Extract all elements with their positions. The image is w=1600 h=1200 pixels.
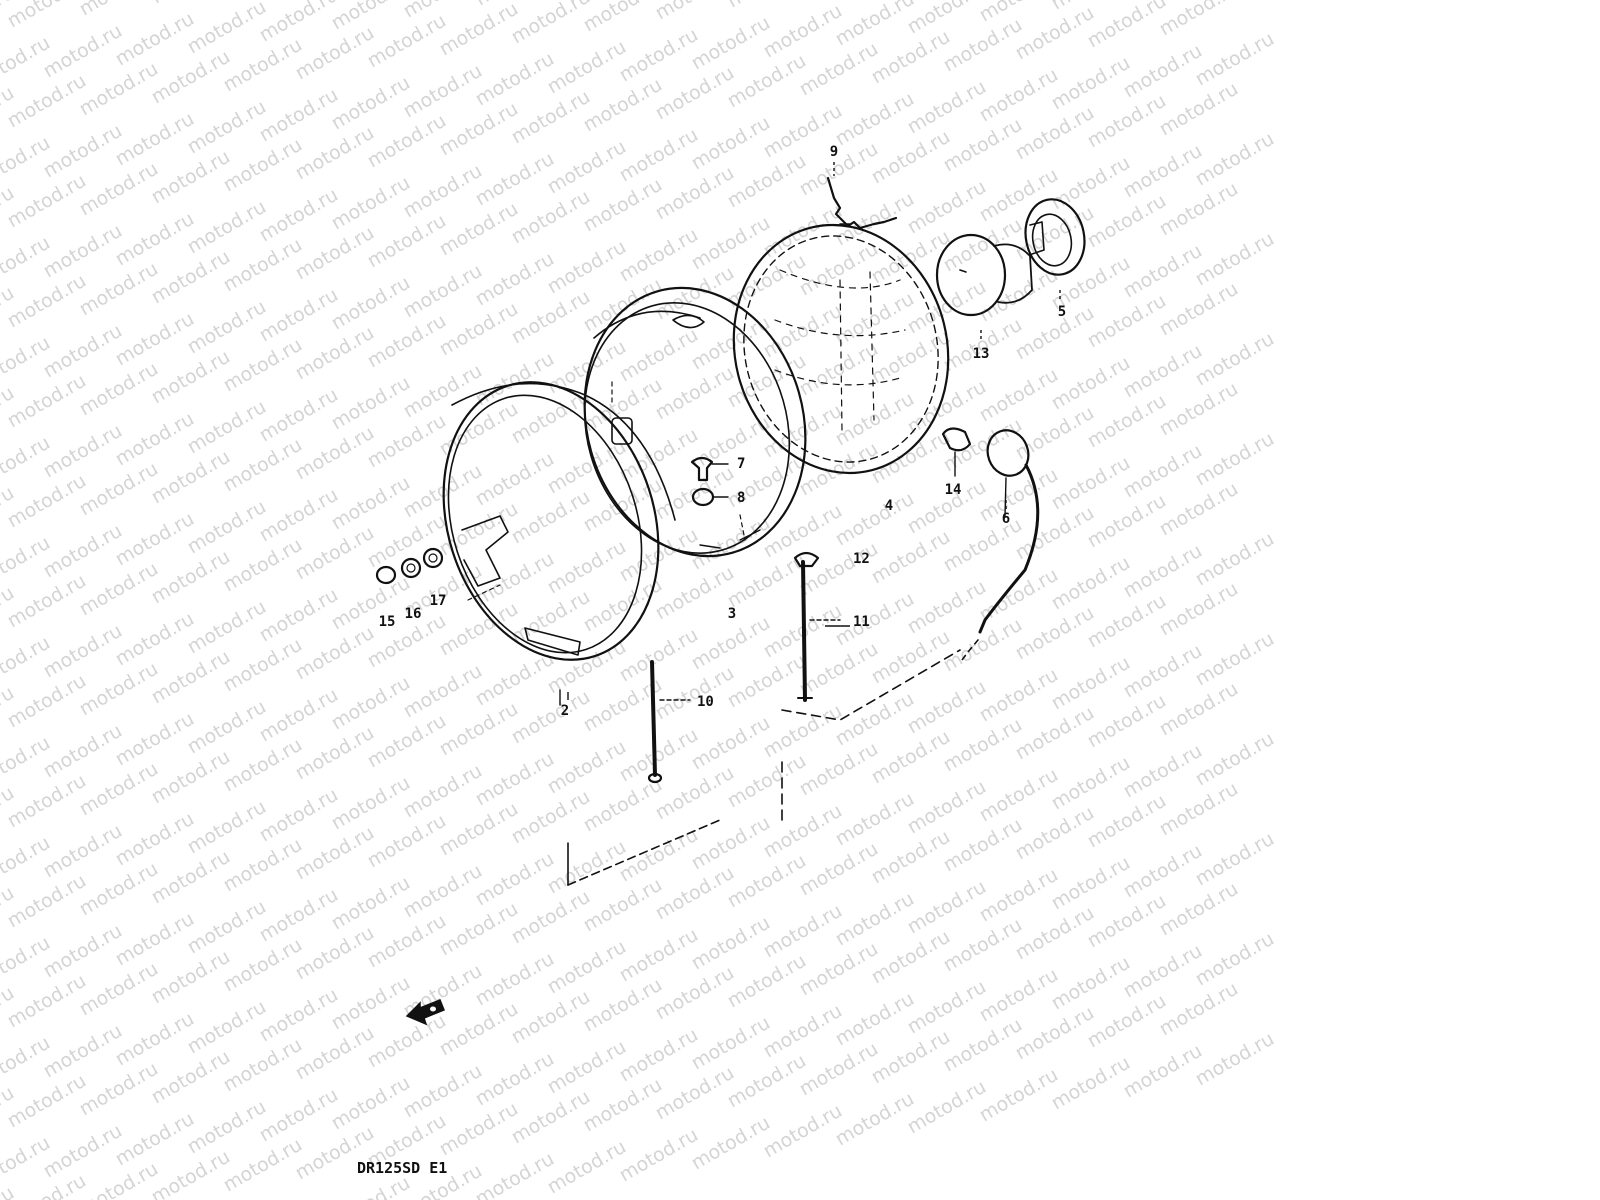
- watermark-text: motod.ru: [256, 0, 342, 46]
- watermark-text: motod.ru: [1084, 0, 1170, 52]
- watermark-text: motod.ru: [832, 0, 918, 50]
- headlight-lens-unit: [732, 223, 950, 475]
- watermark-text: motod.ru: [76, 0, 162, 20]
- part-label-8: 8: [737, 490, 745, 506]
- position-lamp-socket: [961, 429, 1040, 661]
- part-label-17: 17: [430, 593, 447, 609]
- washer: [691, 487, 729, 507]
- nut: [793, 551, 820, 568]
- part-label-9: 9: [830, 144, 838, 160]
- part-labels: 2 3 4 5 6 7 8 9 10 11 12 13 14 15 16 17: [379, 144, 1067, 719]
- part-label-16: 16: [405, 606, 422, 622]
- watermark-text: motod.ru: [508, 0, 594, 48]
- part-label-14: 14: [945, 482, 962, 498]
- position-bulb: [941, 427, 972, 477]
- watermark-text: motod.ru: [0, 1182, 18, 1200]
- arrow-left-icon: [405, 999, 445, 1026]
- watermark-layer: motod.rumotod.rumotod.rumotod.rumotod.ru…: [0, 0, 1278, 1200]
- adjust-screw: [690, 456, 729, 482]
- label-leaders: [567, 162, 1061, 700]
- spring: [826, 176, 898, 230]
- part-label-2: 2: [561, 703, 569, 719]
- watermark-text: motod.ru: [148, 1146, 234, 1200]
- part-label-13: 13: [973, 346, 990, 362]
- headlight-housing: [583, 286, 807, 558]
- headlight-bulb: [935, 233, 1033, 317]
- part-label-5: 5: [1058, 304, 1066, 320]
- screw: [375, 565, 397, 585]
- part-label-3: 3: [728, 606, 736, 622]
- part-label-10: 10: [697, 694, 714, 710]
- part-label-12: 12: [853, 551, 870, 567]
- washer: [400, 557, 422, 579]
- part-label-6: 6: [1002, 511, 1010, 527]
- bulb-socket: [1024, 198, 1086, 276]
- bolt: [647, 660, 691, 784]
- bolt: [797, 560, 841, 702]
- watermark-text: motod.ru: [148, 0, 234, 8]
- washer: [422, 547, 444, 569]
- watermark-text: motod.ru: [472, 1148, 558, 1200]
- watermark-text: motod.ru: [1156, 0, 1242, 40]
- part-label-4: 4: [885, 498, 893, 514]
- part-label-15: 15: [379, 614, 396, 630]
- part-label-11: 11: [853, 614, 870, 630]
- assembly-leader-lines: [559, 379, 961, 886]
- watermark-text: motod.ru: [652, 0, 738, 24]
- part-label-7: 7: [737, 456, 745, 472]
- diagram-code-label: DR125SD E1: [357, 1159, 447, 1177]
- watermark-text: motod.ru: [724, 0, 810, 12]
